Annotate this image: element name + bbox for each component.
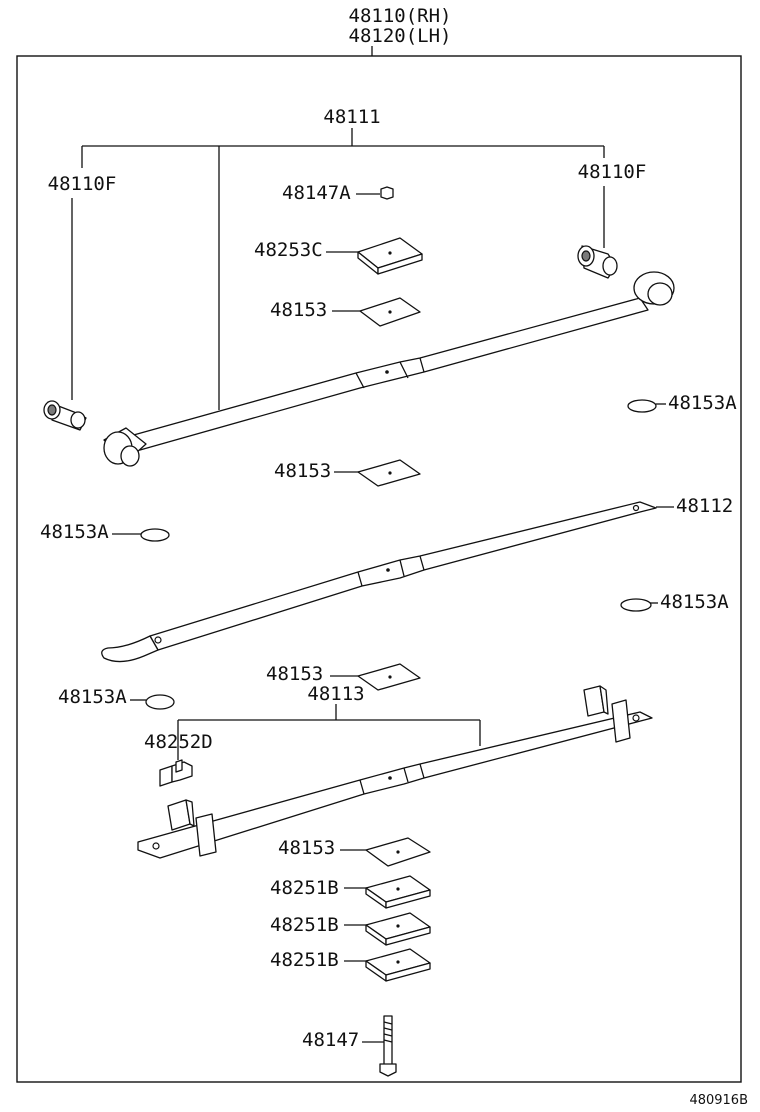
leaf-1 (103, 271, 675, 467)
leaf-2-label: 48112 (676, 495, 733, 517)
insert-a-1 (627, 399, 657, 413)
insert-1 (359, 297, 421, 327)
insert-b-1 (365, 875, 431, 909)
insert-a-2 (140, 528, 170, 542)
insert-b-2 (365, 912, 431, 946)
insert-b-3 (365, 948, 431, 982)
center-bolt-label: 48147 (302, 1029, 359, 1051)
leaf-3-bracket (177, 704, 481, 760)
assembly-lh-label: 48120(LH) (349, 25, 452, 47)
insert-3-label: 48153 (266, 663, 323, 685)
nut-label: 48147A (282, 182, 351, 204)
clip-d-label: 48252D (144, 731, 213, 753)
insert-a-3 (620, 598, 652, 612)
bushing-left-label: 48110F (48, 173, 117, 195)
assembly-rh-label: 48110(RH) (349, 5, 452, 27)
insert-b-3-label: 48251B (270, 949, 339, 971)
leaf-1-bracket (81, 128, 605, 410)
leaf-3 (137, 685, 653, 859)
insert-c (357, 237, 423, 275)
center-bolt (379, 1015, 397, 1077)
assembly-frame (16, 55, 742, 1083)
leaf-1-label: 48111 (323, 106, 380, 128)
insert-b-1-label: 48251B (270, 877, 339, 899)
insert-1-label: 48153 (270, 299, 327, 321)
clip-d (159, 759, 193, 787)
insert-2 (357, 459, 421, 487)
footer-code: 480916B (689, 1093, 748, 1108)
bushing-right-label: 48110F (578, 161, 647, 183)
bushing-left (43, 400, 87, 431)
bushing-right (577, 245, 618, 279)
insert-a-4 (145, 694, 175, 710)
insert-a-2-label: 48153A (40, 521, 109, 543)
insert-a-1-label: 48153A (668, 392, 737, 414)
insert-4 (365, 837, 431, 867)
insert-c-label: 48253C (254, 239, 323, 261)
leaf-3-label: 48113 (307, 683, 364, 705)
insert-a-4-label: 48153A (58, 686, 127, 708)
leaf-2 (101, 501, 657, 663)
insert-4-label: 48153 (278, 837, 335, 859)
insert-b-2-label: 48251B (270, 914, 339, 936)
insert-2-label: 48153 (274, 460, 331, 482)
insert-3 (357, 663, 421, 691)
insert-a-3-label: 48153A (660, 591, 729, 613)
nut (380, 186, 394, 200)
